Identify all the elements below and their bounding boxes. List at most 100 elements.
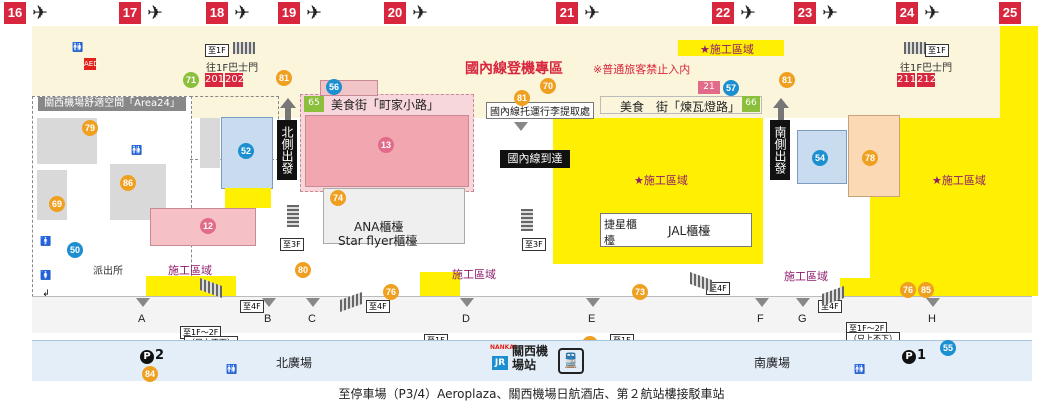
room-81-a: 81 [276, 70, 292, 86]
room-50: 50 [67, 242, 83, 258]
entrance-arrow-icon [926, 298, 940, 307]
entrance-arrow-icon [306, 298, 320, 307]
info-icon: ↲ [42, 289, 50, 299]
corridor-block [200, 118, 220, 168]
airplane-icon: ✈ [584, 2, 600, 24]
room-57: 57 [723, 80, 739, 96]
room-76-b: 76 [900, 282, 916, 298]
toilet-icon: 🚺 [40, 271, 52, 281]
room-212: 212 [917, 73, 937, 87]
domestic-arrival-label: 國內線到達 [500, 150, 570, 168]
room-13: 13 [378, 137, 394, 153]
construction-zone-bottom-h [840, 278, 882, 300]
construction-zone-gate22 [678, 40, 784, 56]
room-21: 21 [698, 81, 720, 94]
room-76-a: 76 [383, 284, 399, 300]
station-name: 關西機場站 [512, 344, 549, 372]
to-4f-badge: 至4F [240, 300, 264, 313]
gate-17: 17 [119, 2, 141, 24]
north-up-arrow-icon [280, 98, 296, 108]
room-86: 86 [120, 175, 136, 191]
ana-counter-label: ANA櫃檯 [354, 220, 404, 234]
construction-zone-bottom-a [146, 276, 236, 296]
room-81-b: 81 [514, 90, 530, 106]
escalator-icon [521, 209, 533, 231]
jetstar-counter-label: 捷星櫃檯 [604, 218, 637, 247]
bus-gate-left-label: 往1F巴士門 [206, 63, 259, 74]
toilet-icon: 🚻 [226, 365, 238, 375]
gate-16: 16 [4, 2, 26, 24]
room-79: 79 [82, 120, 98, 136]
room-66-box [742, 96, 760, 112]
parking-1-number: 1 [917, 348, 927, 363]
ana-counter-zone [323, 188, 465, 244]
food-court-left-label: 美食街「町家小路」 [331, 98, 440, 112]
airplane-icon: ✈ [306, 2, 322, 24]
room-54: 54 [812, 150, 828, 166]
gate-23: 23 [794, 2, 816, 24]
airplane-icon: ✈ [412, 2, 428, 24]
starflyer-counter-label: Star flyer櫃檯 [338, 234, 418, 248]
to-3f-badge: 至3F [522, 238, 546, 251]
south-up-arrow-icon [773, 98, 789, 108]
entrance-arrow-icon [586, 298, 600, 307]
footer-directions: 至停車場（P3/4）Aeroplaza、關西機場日航酒店、第２航站樓接駁車站 [338, 387, 725, 401]
gate-25: 25 [999, 2, 1021, 24]
construction-label-gate22: ★施工區域 [700, 43, 754, 56]
gate-24: 24 [896, 2, 918, 24]
arrival-down-arrow-icon [514, 122, 528, 131]
room-81-c: 81 [779, 72, 795, 88]
jr-logo: JR [492, 356, 508, 370]
parking-2-icon: P [140, 350, 154, 364]
to-1f-badge: 至1F [205, 44, 229, 57]
to-3f-badge: 至3F [280, 238, 304, 251]
gate-18: 18 [206, 2, 228, 24]
airplane-icon: ✈ [32, 2, 48, 24]
construction-label-bottom-a: 施工區域 [168, 264, 212, 277]
entrance-arrow-icon [262, 298, 276, 307]
north-exit-label: 北側出發 [277, 120, 297, 180]
area24-block-2 [37, 170, 67, 220]
police-box-label: 派出所 [93, 266, 123, 277]
construction-label-bottom-d: 施工區域 [452, 268, 496, 281]
room-201: 201 [205, 73, 225, 87]
bus-gate-right-label: 往1F巴士門 [900, 63, 953, 74]
escalator-icon [287, 205, 299, 227]
entrance-arrow-icon [460, 298, 474, 307]
entrance-C: C [308, 313, 316, 325]
jetstar-counter-box [600, 213, 752, 247]
plaza-band [32, 340, 1032, 381]
room-71: 71 [183, 72, 199, 88]
airplane-icon: ✈ [740, 2, 756, 24]
escalator-icon [233, 42, 255, 54]
entrance-arrow-icon [796, 298, 810, 307]
entrance-A: A [138, 313, 146, 325]
room-12: 12 [200, 218, 216, 234]
south-plaza-label: 南廣場 [754, 356, 791, 370]
nankai-logo: NANKAI [490, 344, 517, 351]
gate-19: 19 [278, 2, 300, 24]
room-80: 80 [295, 262, 311, 278]
toilet-icon: 🚻 [131, 146, 143, 156]
area24-label: 關西機場舒適空間「Area24」 [38, 97, 186, 111]
construction-label-right: ★施工區域 [932, 174, 986, 187]
train-icon: 🚆 [558, 348, 584, 374]
room-55: 55 [940, 340, 956, 356]
room-65: 65 [308, 98, 320, 108]
construction-zone-bottom-left-area [225, 188, 271, 208]
domestic-area-note: ※普通旅客禁止入内 [593, 63, 691, 76]
toilet-icon: 🚹 [40, 237, 52, 247]
entrance-F: F [757, 313, 764, 325]
room-74: 74 [330, 190, 346, 206]
escalator-icon [904, 42, 926, 54]
room-56: 56 [326, 79, 342, 95]
food-court-right-label: 美食 街「煉瓦燈路」 [620, 100, 741, 114]
room-78: 78 [862, 150, 878, 166]
room-52: 52 [238, 143, 254, 159]
room-69: 69 [49, 196, 65, 212]
escalator-icon [690, 271, 712, 293]
entrance-B: B [264, 313, 272, 325]
to-1f-badge: 至1F [925, 44, 949, 57]
room-202: 202 [225, 73, 245, 87]
toilet-icon: 🚻 [72, 43, 84, 53]
